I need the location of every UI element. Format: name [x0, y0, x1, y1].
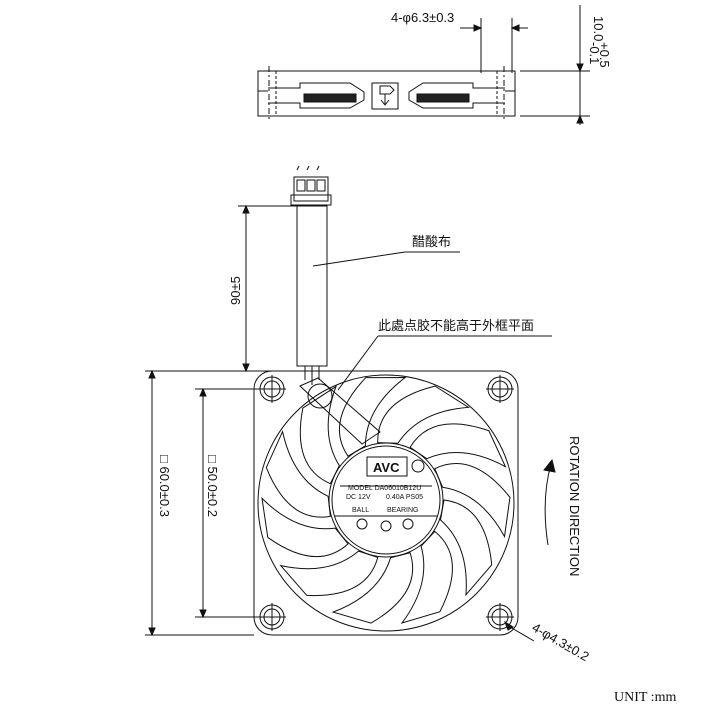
current-line: 0.40A PS05 — [386, 494, 423, 501]
dc-line: DC 12V — [346, 494, 371, 501]
thickness-tol-plus: +0.5 — [597, 42, 612, 68]
unit-label: UNIT :mm — [614, 690, 677, 705]
fan-blade — [331, 552, 414, 624]
mount-hole-label: 4-φ4.3±0.2 — [530, 620, 592, 665]
cable-assembly — [238, 165, 460, 385]
fan-blade — [299, 385, 340, 485]
rotation-direction-label: ROTATION DIRECTION — [567, 436, 582, 576]
fan-blade — [339, 376, 407, 457]
hub-label: AVC MODEL DA06010B12U DC 12V 0.40A PS05 … — [334, 456, 438, 532]
model-line: MODEL DA06010B12U — [348, 485, 421, 492]
fan-blade — [261, 496, 349, 557]
frame-size-label: □ 60.0±0.3 — [157, 455, 172, 517]
fan-blades — [261, 376, 511, 624]
fan-blade — [409, 423, 507, 468]
front-view — [145, 335, 556, 642]
fan-blade — [434, 462, 511, 539]
bearing-left: BALL — [352, 507, 369, 514]
thickness-main: 10.0 — [591, 16, 606, 41]
bearing-right: BEARING — [387, 507, 419, 514]
fan-blade — [377, 385, 470, 444]
fan-blade — [439, 499, 493, 597]
fan-blade — [279, 550, 379, 597]
thickness-tol-minus: -0.1 — [587, 42, 602, 64]
fan-blade — [400, 530, 453, 624]
hole-spacing-front-label: □ 50.0±0.2 — [205, 455, 220, 517]
thickness-label-group: 10.0 +0.5 -0.1 — [587, 16, 612, 68]
glue-note-label: 此處点胶不能高于外框平面 — [378, 318, 534, 333]
hole-spacing-label: 4-φ6.3±0.3 — [391, 10, 454, 25]
cable-length-label: 90±5 — [228, 276, 243, 305]
side-view — [257, 5, 590, 125]
cable-material-label: 醋酸布 — [412, 234, 451, 249]
brand-logo: AVC — [373, 460, 400, 475]
fan-blade — [265, 430, 331, 518]
